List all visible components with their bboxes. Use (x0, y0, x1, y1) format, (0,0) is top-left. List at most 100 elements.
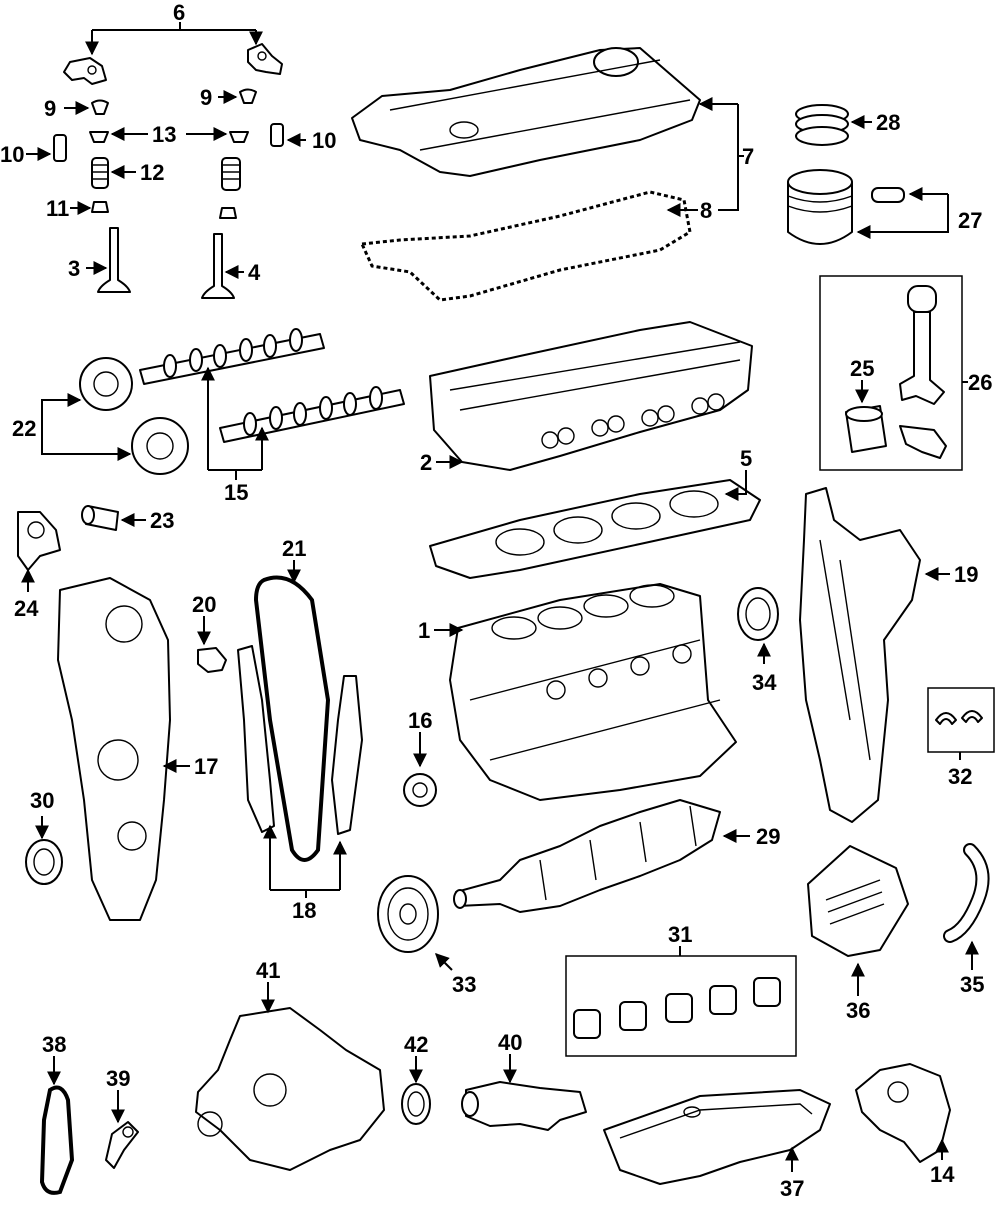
tensioner-pulley (105, 1121, 139, 1169)
callout-31: 31 (668, 922, 692, 947)
chain-guide-right (331, 675, 363, 835)
water-pump (195, 1007, 385, 1171)
callout-28: 28 (876, 110, 900, 135)
callout-37: 37 (780, 1176, 804, 1201)
valve-spring-right (221, 157, 241, 191)
piston-rings (795, 104, 849, 146)
callout-10-right: 10 (312, 128, 336, 153)
drive-belt (39, 1085, 75, 1195)
cam-sensor (197, 647, 227, 673)
callout-2: 2 (420, 450, 432, 475)
callout-19: 19 (954, 562, 978, 587)
callout-18: 18 (292, 898, 316, 923)
connecting-rod-box (819, 275, 963, 471)
intake-camshaft (139, 328, 325, 385)
callout-41: 41 (256, 958, 280, 983)
oil-pan (603, 1089, 831, 1185)
rocker-arm-right (247, 43, 283, 75)
thermostat-housing (461, 1081, 587, 1131)
callout-42: 42 (404, 1032, 428, 1057)
callout-13: 13 (152, 122, 176, 147)
spring-retainer-left (89, 131, 109, 143)
vvt-gear-upper (79, 357, 133, 411)
callout-39: 39 (106, 1066, 130, 1091)
callout-5: 5 (740, 446, 752, 471)
connecting-rod (899, 285, 945, 405)
lash-adjuster-right (270, 123, 284, 147)
callout-15: 15 (224, 480, 248, 505)
callout-17: 17 (194, 754, 218, 779)
callout-32: 32 (948, 764, 972, 789)
timing-cover-right (799, 487, 921, 823)
exhaust-camshaft (219, 386, 405, 443)
callout-30: 30 (30, 788, 54, 813)
crank-sprocket (403, 773, 437, 807)
valve-spring-left (91, 157, 109, 189)
cylinder-head (429, 321, 753, 471)
valve-keeper-right (239, 88, 257, 104)
front-oil-seal (25, 839, 63, 885)
callout-35: 35 (960, 972, 984, 997)
piston (787, 169, 853, 245)
o-ring (401, 1083, 431, 1125)
engine-block (449, 583, 737, 801)
callout-9-left: 9 (44, 96, 56, 121)
oil-cooler (807, 845, 909, 957)
timing-chain-cover (57, 577, 171, 921)
callout-26: 26 (968, 370, 992, 395)
valve-keeper-left (91, 99, 109, 115)
rocker-arm-left (63, 57, 107, 85)
spring-retainer-right (229, 131, 249, 143)
bushing (81, 505, 119, 531)
lash-adjuster-left (53, 134, 67, 162)
crankshaft (453, 799, 721, 913)
intake-valve (97, 227, 131, 293)
chain-tensioner (17, 511, 61, 571)
callout-8: 8 (700, 198, 712, 223)
callout-16: 16 (408, 708, 432, 733)
callout-14: 14 (930, 1162, 955, 1187)
callout-25: 25 (850, 356, 874, 381)
valve-cover (351, 47, 701, 177)
callout-23: 23 (150, 508, 174, 533)
piston-pin (871, 187, 905, 203)
valve-seal-right (219, 207, 237, 219)
rod-bearing (845, 405, 887, 453)
callout-11: 11 (46, 196, 69, 221)
main-bearings (573, 977, 781, 1039)
callout-21: 21 (282, 536, 306, 561)
callout-36: 36 (846, 998, 870, 1023)
chain-guide-left (237, 645, 275, 833)
rear-oil-seal (737, 587, 779, 641)
vvt-gear-lower (131, 417, 189, 475)
callout-24: 24 (14, 596, 39, 621)
callout-9-right: 9 (200, 85, 212, 110)
callout-22: 22 (12, 416, 36, 441)
callout-4: 4 (248, 260, 261, 285)
rod-cap (899, 425, 947, 459)
head-gasket (429, 479, 761, 579)
callout-40: 40 (498, 1030, 522, 1055)
thrust-washers (935, 710, 983, 725)
callout-6: 6 (173, 0, 185, 25)
callout-7: 7 (742, 144, 754, 169)
cooler-hose-inner (945, 845, 988, 941)
exhaust-valve (201, 233, 235, 299)
callout-12: 12 (140, 160, 164, 185)
callout-38: 38 (42, 1032, 66, 1057)
valve-seal-left (91, 201, 109, 213)
callout-34: 34 (752, 670, 777, 695)
callout-1: 1 (418, 618, 430, 643)
crank-pulley (377, 875, 439, 953)
callout-3: 3 (68, 256, 80, 281)
callout-27: 27 (958, 208, 982, 233)
leader-lines (21, 22, 979, 1172)
oil-pump (855, 1063, 951, 1163)
callout-10-left: 10 (0, 142, 24, 167)
callout-29: 29 (756, 824, 780, 849)
valve-cover-gasket (359, 190, 692, 302)
callout-33: 33 (452, 972, 476, 997)
callout-20: 20 (192, 592, 216, 617)
